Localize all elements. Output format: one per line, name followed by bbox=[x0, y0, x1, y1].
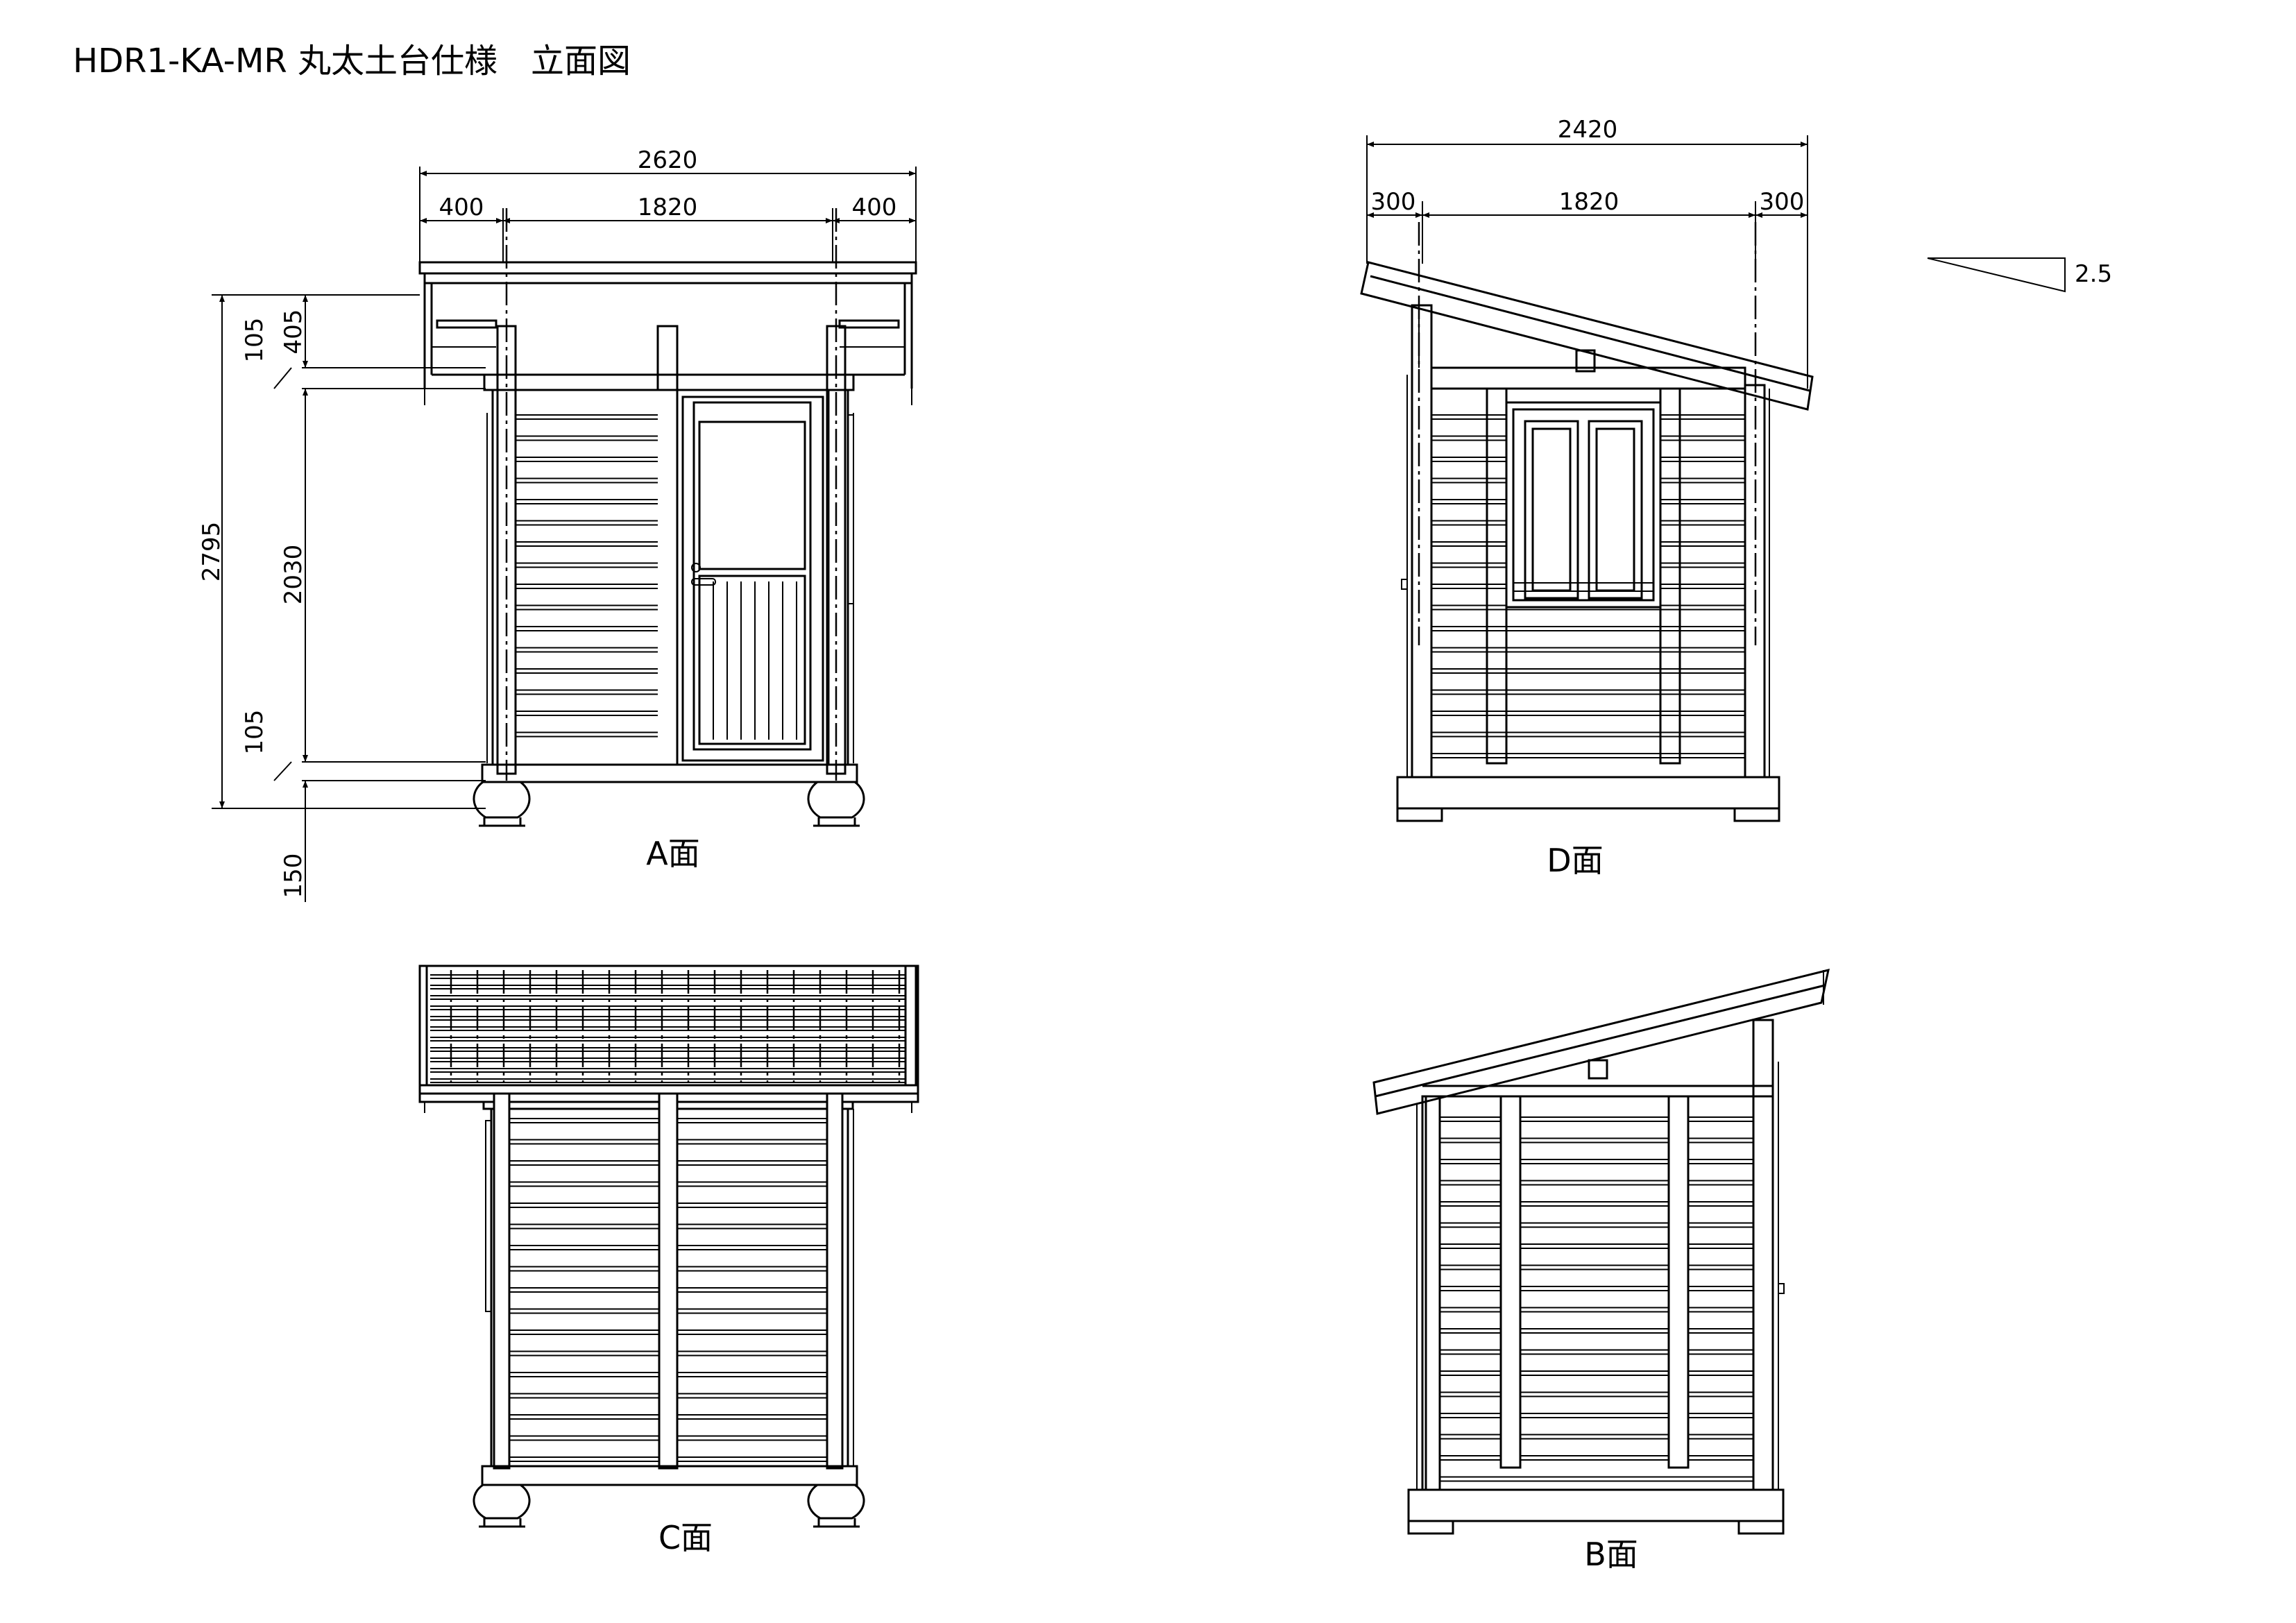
b-roof bbox=[1372, 968, 1830, 1115]
c-roof bbox=[418, 965, 919, 1113]
d-horizontal-dimensions: 2420 300 1820 300 bbox=[1366, 116, 1808, 389]
c-roof-grid bbox=[430, 970, 905, 1083]
a-door-handle bbox=[691, 578, 716, 586]
c-walls bbox=[485, 1092, 854, 1470]
d-roof bbox=[1360, 261, 1814, 411]
a-dim-right-overhang: 400 bbox=[852, 194, 897, 221]
elevation-a: 2620 400 1820 400 2795 105 405 2030 105 bbox=[198, 146, 917, 902]
c-caption: C面 bbox=[658, 1519, 713, 1556]
slope-label: 2.5 bbox=[2075, 260, 2112, 288]
d-caption: D面 bbox=[1547, 842, 1603, 879]
a-dim-wall-height: 2030 bbox=[280, 545, 307, 605]
b-siding bbox=[1440, 1116, 1753, 1482]
a-siding-left bbox=[516, 414, 658, 738]
a-dim-overall: 2620 bbox=[638, 146, 698, 174]
b-base bbox=[1407, 1488, 1785, 1535]
a-dim-sill-105: 105 bbox=[241, 710, 269, 755]
a-dim-span: 1820 bbox=[638, 194, 698, 221]
a-vertical-dimensions: 2795 105 405 2030 105 150 bbox=[198, 294, 486, 902]
a-horizontal-dimensions: 2620 400 1820 400 bbox=[419, 146, 917, 262]
d-window bbox=[1505, 401, 1662, 609]
a-dim-roof-405: 405 bbox=[280, 309, 307, 355]
a-door-knob bbox=[691, 563, 701, 572]
b-caption: B面 bbox=[1584, 1536, 1638, 1573]
c-base bbox=[473, 1465, 865, 1528]
drawing-title: HDR1-KA-MR 丸太土台仕様 立面図 bbox=[73, 42, 631, 80]
b-walls bbox=[1416, 1019, 1785, 1491]
d-walls bbox=[1401, 222, 1770, 779]
a-caption: A面 bbox=[646, 835, 699, 872]
elevation-b: B面 bbox=[1372, 968, 1830, 1573]
a-dim-total-height: 2795 bbox=[198, 522, 226, 582]
d-dim-overall: 2420 bbox=[1558, 116, 1618, 144]
a-door-slats bbox=[713, 581, 797, 740]
a-dim-left-overhang: 400 bbox=[439, 194, 484, 221]
a-dim-roof-105: 105 bbox=[241, 318, 269, 363]
d-dim-left-overhang: 300 bbox=[1371, 188, 1416, 216]
a-roof bbox=[418, 261, 917, 405]
d-base bbox=[1396, 776, 1780, 822]
elevation-c: C面 bbox=[418, 965, 919, 1556]
a-base bbox=[473, 763, 865, 827]
elevation-d: 2420 300 1820 300 bbox=[1360, 116, 1814, 879]
a-walls bbox=[486, 208, 854, 781]
a-dim-base-150: 150 bbox=[280, 853, 307, 899]
d-dim-right-overhang: 300 bbox=[1760, 188, 1805, 216]
a-door bbox=[676, 389, 830, 766]
d-dim-span: 1820 bbox=[1559, 188, 1619, 216]
slope-indicator: 2.5 bbox=[1927, 257, 2112, 293]
